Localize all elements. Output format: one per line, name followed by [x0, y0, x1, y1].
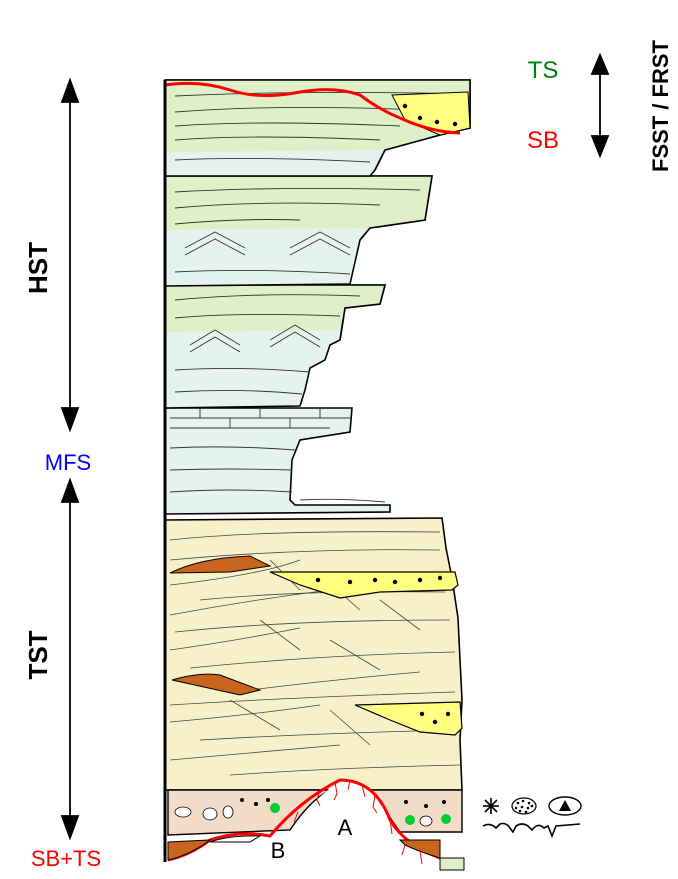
top-sequence-boundary [164, 81, 461, 135]
yellow-sand-lens-lower-dots [419, 711, 451, 725]
hst-cycle-3 [164, 284, 387, 409]
hst-cycle-1 [164, 79, 471, 177]
mfs-label: MFS [45, 450, 91, 475]
eye-triangle-icon [548, 796, 582, 816]
clay-lens-upper [169, 555, 272, 574]
ts-label: TS [528, 57, 559, 84]
yellow-sand-lens-lower [354, 701, 463, 736]
hst-label: HST [23, 242, 53, 294]
basal-conglomerate [167, 789, 463, 836]
ooid-icon [511, 797, 537, 815]
base-step-block [439, 857, 465, 871]
base-clay-left [167, 839, 212, 861]
sb-label: SB [527, 127, 559, 154]
star-icon [483, 798, 499, 814]
tst-arrow [60, 477, 80, 841]
fsst-frst-label: FSST / FRST [648, 39, 673, 172]
fsst-frst-arrow [590, 52, 610, 159]
karst-rootlets [293, 779, 423, 865]
mfs-carbonate-block [164, 407, 391, 515]
point-b-label: B [271, 838, 286, 863]
karst-mound-a [290, 779, 400, 840]
clay-lens-middle [171, 673, 262, 696]
point-a-label: A [338, 815, 353, 840]
tst-label: TST [23, 630, 53, 679]
yellow-sand-lens-upper-dots [315, 575, 443, 585]
sb-ts-label: SB+TS [31, 846, 101, 871]
hst-arrow [60, 77, 80, 433]
tst-sandstone-block [164, 517, 463, 791]
base-breccia-b [209, 835, 262, 843]
hst-cycle-2 [164, 175, 433, 287]
base-clay-right [398, 839, 441, 859]
karst-surface-icon [482, 822, 581, 839]
